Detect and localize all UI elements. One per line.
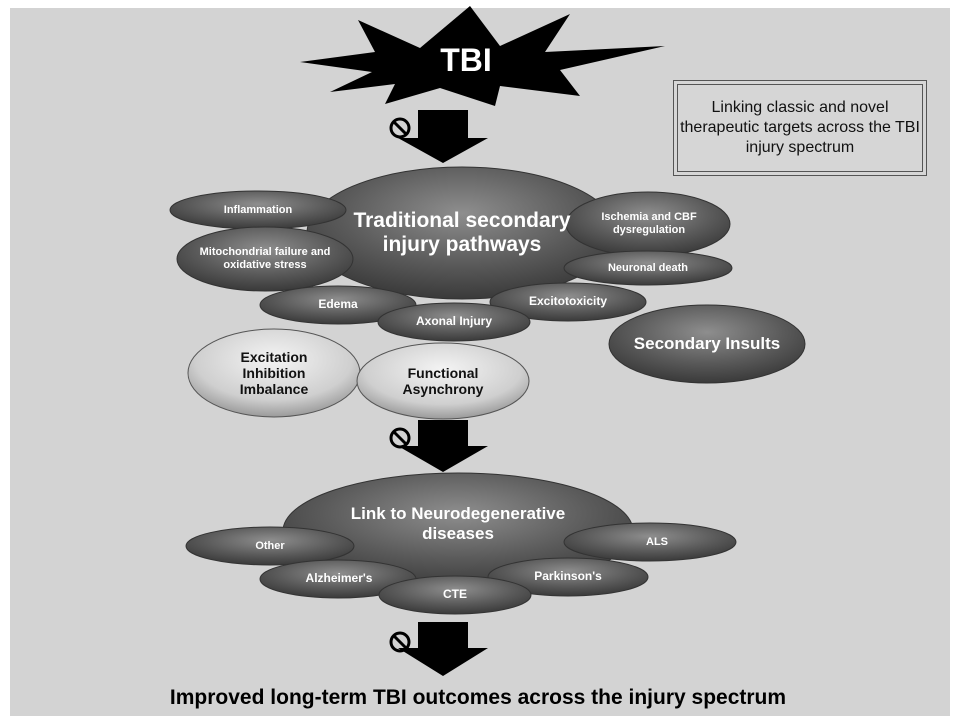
oval-other [185,526,355,566]
oval-mitochondrial [176,226,354,292]
als-label: ALS [646,535,668,548]
down-arrow-icon [398,420,488,472]
oval-als [563,522,737,562]
excitotoxicity-label: Excitotoxicity [528,294,608,309]
oval-parkinsons [487,557,649,597]
mitochondrial-label: Mitochondrial failure and oxidative stre… [199,246,331,271]
oval-excitotoxicity [489,282,647,322]
inflammation-label: Inflammation [223,203,293,216]
edema-label: Edema [318,297,358,312]
secondary-insults-label: Secondary Insults [633,334,781,354]
functional-asynchrony-label: Functional Asynchrony [402,364,484,397]
down-arrow-icon [398,622,488,676]
oval-neuronal-death [563,250,733,286]
oval-cte [378,575,532,615]
parkinsons-label: Parkinson's [534,569,602,584]
outcome-text: Improved long-term TBI outcomes across t… [169,686,787,709]
down-arrow-icon [398,110,488,163]
traditional-pathways-title: Traditional secondary injury pathways [353,208,571,256]
tbi-label: TBI [440,41,492,78]
prohibition-icon [389,631,411,653]
oval-secondary-insults [608,304,806,384]
excitation-inhibition-label: Excitation Inhibition Imbalance [239,348,309,398]
prohibition-icon [389,427,411,449]
oval-functional-asynchrony [356,342,530,420]
axonal-injury-label: Axonal Injury [415,314,492,329]
note-box: Linking classic and novel therapeutic ta… [673,80,927,176]
alzheimers-label: Alzheimer's [305,571,373,586]
neuro-title: Link to Neurodegenerative diseases [350,504,566,543]
other-label: Other [255,539,285,552]
ischemia-label: Ischemia and CBF dysregulation [601,211,697,236]
tbi-starburst [300,6,665,106]
oval-axonal-injury [377,302,531,342]
cte-label: CTE [443,587,467,602]
note-text: Linking classic and novel therapeutic ta… [677,84,923,172]
neuronal-death-label: Neuronal death [607,261,689,274]
prohibition-icon [389,117,411,139]
